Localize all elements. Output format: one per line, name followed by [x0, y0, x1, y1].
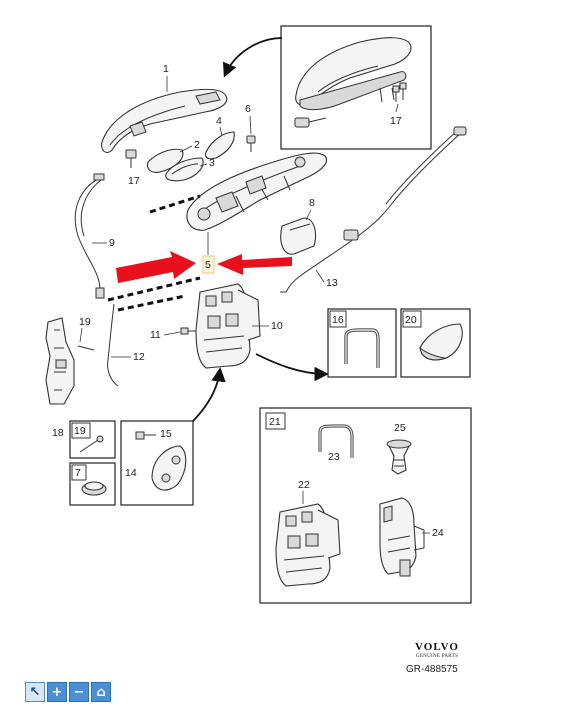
part-2-cover [146, 148, 184, 173]
callout-16: 16 [332, 314, 344, 326]
box-7-label-frame [71, 464, 87, 481]
zoom-in-button[interactable]: + [47, 682, 67, 702]
brand-name: VOLVO [415, 641, 459, 653]
handle-bracket [186, 152, 328, 231]
callout-10: 10 [271, 320, 283, 332]
arrow-lock-to-box16 [255, 353, 329, 382]
callout-11: 11 [150, 329, 161, 341]
callout-12: 12 [133, 351, 145, 363]
arrow-box15-to-lock [191, 367, 226, 423]
part-16-clip [344, 328, 380, 368]
part-12-rod [107, 303, 119, 387]
arrow-inset-to-handle [222, 37, 283, 78]
callout-19-box: 19 [74, 425, 86, 437]
part-25-grommet [386, 439, 412, 475]
callout-18: 18 [52, 427, 64, 439]
part-9-cable [74, 173, 105, 299]
screw-17-inset [392, 82, 407, 102]
inset-handle-drawing [294, 37, 412, 128]
callout-4: 4 [216, 115, 222, 127]
part-8-cover [280, 217, 317, 255]
part-14-plate [151, 445, 187, 491]
part-6-screw [246, 135, 256, 152]
diagram-reference: GR-488575 [406, 664, 458, 675]
callout-23: 23 [328, 451, 340, 463]
part-20-cover [419, 323, 463, 361]
callout-25: 25 [394, 422, 406, 434]
callout-15: 15 [160, 428, 172, 440]
callout-5: 5 [205, 259, 211, 271]
callout-17: 17 [128, 175, 140, 187]
home-icon: ⌂ [96, 684, 106, 700]
callout-8: 8 [309, 197, 315, 209]
box-19-label-frame [71, 422, 91, 439]
red-arrow-left [116, 251, 196, 283]
dashed-guide-mid [107, 276, 201, 302]
part-4-gasket [204, 131, 235, 160]
callout-22: 22 [298, 479, 310, 491]
callout-21: 21 [269, 416, 281, 428]
callout-5-highlight [202, 255, 215, 274]
home-button[interactable]: ⌂ [91, 682, 111, 702]
part-7-plug [81, 481, 107, 496]
part-24-actuator [379, 497, 425, 577]
box-21-label-frame [265, 412, 286, 430]
callout-24: 24 [432, 527, 444, 539]
part-10-lock-assembly [195, 283, 261, 369]
callout-6: 6 [245, 103, 251, 115]
zoom-out-icon: − [73, 684, 85, 700]
callout-3: 3 [209, 157, 215, 169]
part-11-screw [180, 327, 196, 335]
callout-13: 13 [326, 277, 338, 289]
callout-1: 1 [163, 63, 169, 75]
part-1-outer-handle [101, 88, 228, 153]
callout-9: 9 [109, 237, 115, 249]
part-19-pin [77, 345, 95, 351]
part-18-bracket [45, 317, 75, 405]
part-13-cable [280, 126, 467, 293]
callout-14: 14 [125, 467, 137, 479]
callout-20: 20 [405, 314, 417, 326]
viewer-toolbar: ↖ + − ⌂ [25, 682, 111, 702]
part-19-rivet [79, 435, 104, 453]
dashed-guide-top [149, 194, 201, 214]
callout-19: 19 [79, 316, 91, 328]
zoom-out-button[interactable]: − [69, 682, 89, 702]
select-tool-button[interactable]: ↖ [25, 682, 45, 702]
callout-7: 7 [75, 467, 81, 479]
part-22-lock [275, 503, 341, 587]
part-3-gasket [165, 157, 204, 182]
brand-subtitle: GENUINE PARTS [415, 654, 459, 659]
part-15-screw [135, 431, 156, 440]
box-20-label-frame [402, 310, 422, 328]
part-23-clip [318, 424, 354, 458]
zoom-in-icon: + [51, 684, 63, 700]
pointer-icon: ↖ [29, 684, 41, 700]
dashed-guide-low [117, 294, 186, 312]
callout-17-inset: 17 [390, 115, 402, 127]
brand-logo: VOLVO GENUINE PARTS [402, 641, 472, 659]
callout-2: 2 [194, 139, 200, 151]
red-arrow-right [217, 254, 292, 275]
part-17-screw [125, 149, 137, 168]
box-16-label-frame [329, 310, 347, 328]
